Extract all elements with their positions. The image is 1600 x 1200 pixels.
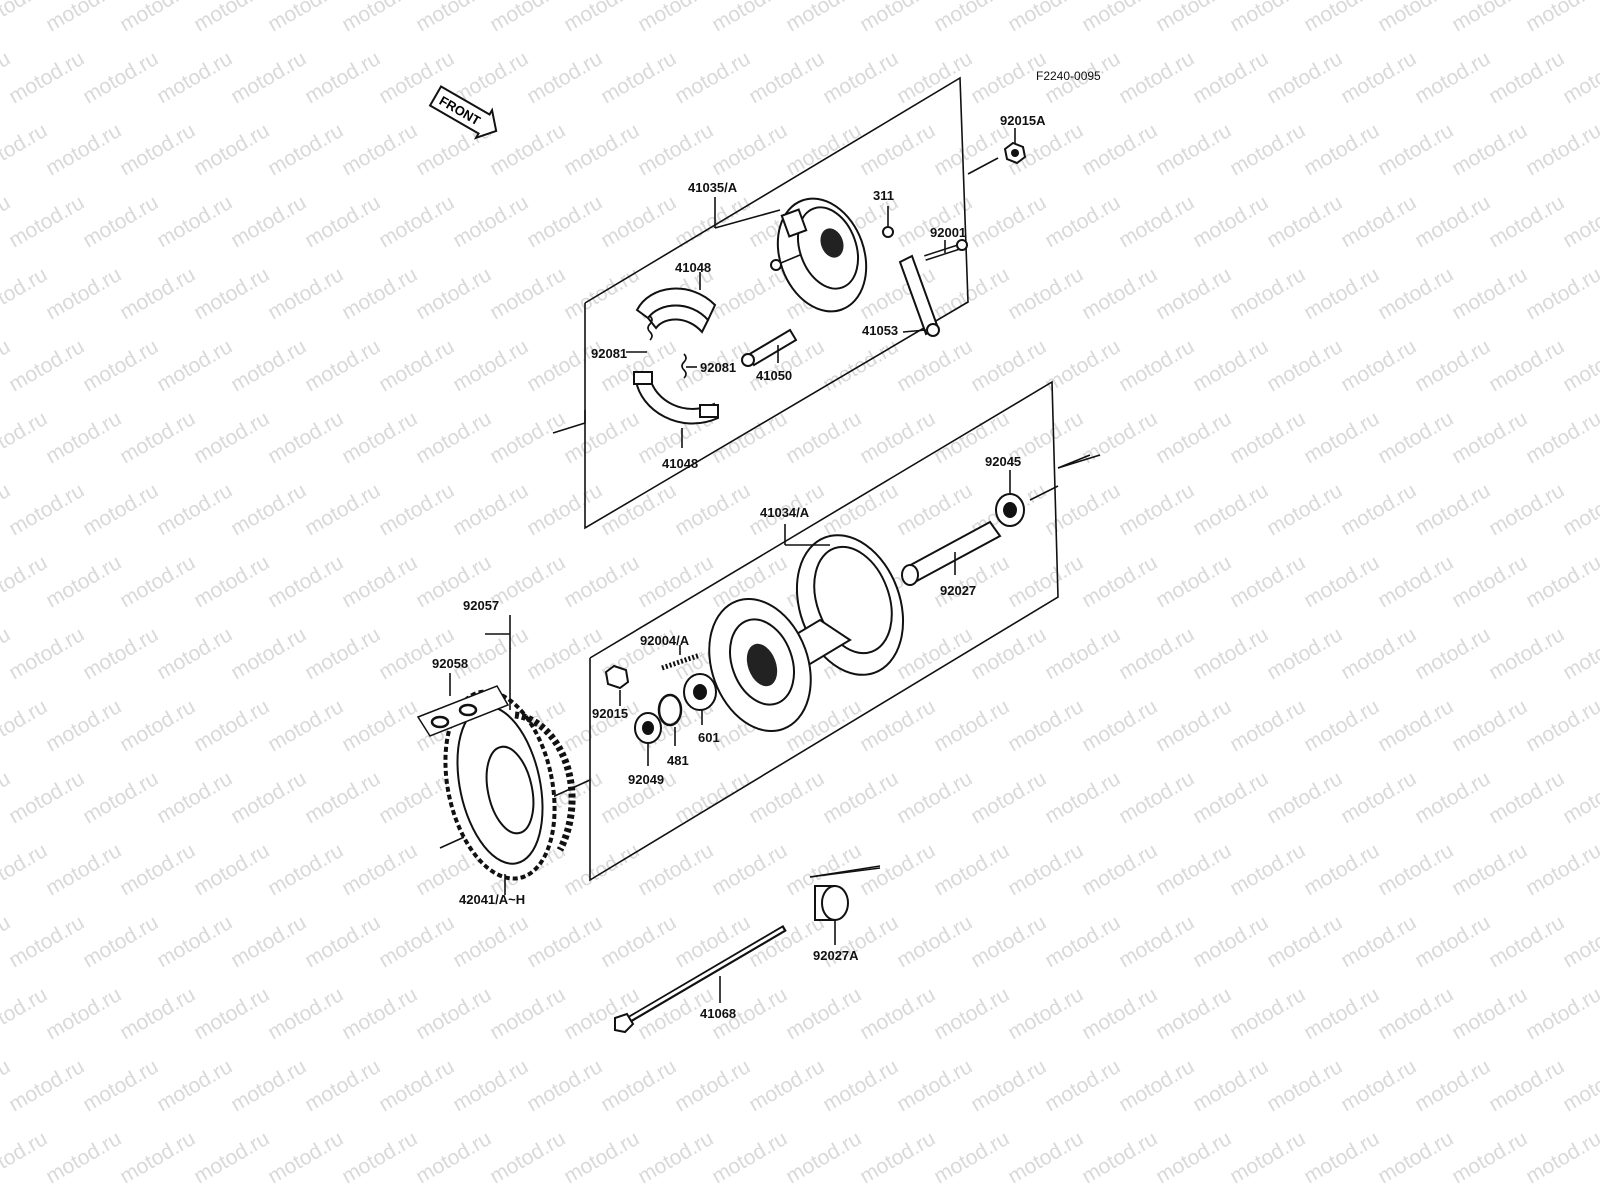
part-label-92058: 92058 xyxy=(432,656,468,671)
watermark-text: motod.ru xyxy=(1596,0,1600,36)
axle-41068 xyxy=(614,924,787,1034)
part-label-41034a: 41034/A xyxy=(760,505,810,520)
drive-chain-92057 xyxy=(485,615,576,852)
rear-hub xyxy=(708,524,905,732)
part-label-92015a: 92015A xyxy=(1000,113,1046,128)
part-label-92081-left: 92081 xyxy=(591,346,627,361)
part-label-41048-top: 41048 xyxy=(675,260,711,275)
brake-shoe-bottom xyxy=(633,371,720,448)
figure-code: F2240-0095 xyxy=(1036,69,1101,83)
part-label-41050: 41050 xyxy=(756,368,792,383)
part-label-92027a: 92027A xyxy=(813,948,859,963)
oil-seal-92049 xyxy=(634,712,662,766)
front-arrow-icon: FRONT xyxy=(428,85,498,140)
part-label-311: 311 xyxy=(873,188,894,203)
part-labels: 92015A 41035/A 311 92001 41048 92081 92081 4105… xyxy=(432,113,1046,1021)
part-label-92001: 92001 xyxy=(930,225,966,240)
part-label-41035a: 41035/A xyxy=(688,180,738,195)
part-label-92015: 92015 xyxy=(592,706,628,721)
bolt-92001 xyxy=(924,239,968,261)
stud-92004a xyxy=(661,645,701,671)
nut-92015 xyxy=(604,664,630,706)
part-label-41068: 41068 xyxy=(700,1006,736,1021)
brake-panel xyxy=(714,197,868,313)
spacer-92027 xyxy=(901,520,1002,586)
washer-311 xyxy=(882,206,894,238)
circlip-481 xyxy=(657,693,683,746)
cam-lever-41053 xyxy=(898,254,940,337)
brake-panel-group-frame xyxy=(552,76,999,530)
brake-cam-41050 xyxy=(741,328,798,367)
part-label-92045: 92045 xyxy=(985,454,1021,469)
brake-shoe-top xyxy=(635,272,717,334)
part-label-42041: 42041/A~H xyxy=(459,892,525,907)
bearing-601 xyxy=(683,673,717,725)
part-label-92057: 92057 xyxy=(463,598,499,613)
part-label-92081-right: 92081 xyxy=(700,360,736,375)
oil-seal-92045 xyxy=(995,470,1025,527)
master-link-92058 xyxy=(416,673,510,737)
part-label-92004a: 92004/A xyxy=(640,633,690,648)
part-label-481: 481 xyxy=(667,753,689,768)
part-label-41053: 41053 xyxy=(862,323,898,338)
nut-92015a xyxy=(1003,128,1027,165)
spring-92081-left xyxy=(626,315,653,353)
spacer-92027a xyxy=(809,865,881,945)
part-label-41048-bottom: 41048 xyxy=(662,456,698,471)
spring-92081-right xyxy=(681,353,697,379)
part-label-601: 601 xyxy=(698,730,720,745)
part-label-92027: 92027 xyxy=(940,583,976,598)
part-label-92049: 92049 xyxy=(628,772,664,787)
